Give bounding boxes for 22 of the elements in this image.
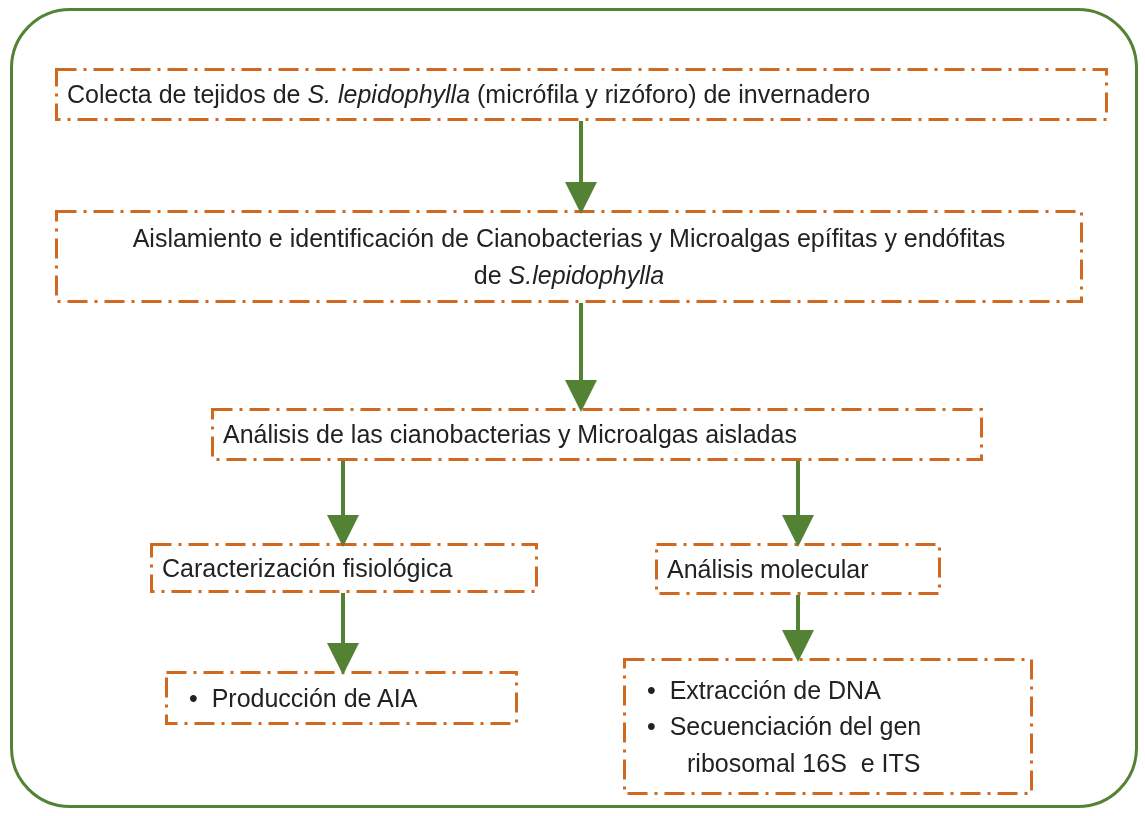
- arrow: [782, 595, 814, 662]
- step-text: Aislamiento e identificación de Cianobacterias y Microalgas epífitas y endófitas de S.lepidophylla: [131, 223, 1007, 291]
- step-text: Caracterización fisiológica: [162, 552, 453, 584]
- process-box: [623, 658, 1033, 795]
- bullet-item: • Producción de AIA: [189, 682, 418, 714]
- step-text: Análisis de las cianobacterias y Microalgas aisladas: [223, 419, 797, 451]
- arrow: [327, 593, 359, 675]
- process-box: [55, 210, 1083, 303]
- bullet-item: • Secuenciación del gen ribosomal 16S e ITS: [647, 711, 923, 779]
- arrow: [327, 461, 359, 547]
- process-box: [55, 68, 1108, 121]
- frame-border: [10, 8, 1138, 808]
- arrow: [782, 461, 814, 547]
- bullet-item: • Extracción de DNA: [647, 675, 882, 707]
- process-box: [150, 543, 538, 593]
- arrow: [565, 303, 597, 412]
- step-text: Colecta de tejidos de S. lepidophylla (micrófila y rizóforo) de invernadero: [67, 79, 871, 111]
- step-text: Análisis molecular: [667, 553, 869, 585]
- process-box: [211, 408, 983, 461]
- arrow: [565, 121, 597, 214]
- process-box: [655, 543, 941, 595]
- process-box: [165, 671, 518, 725]
